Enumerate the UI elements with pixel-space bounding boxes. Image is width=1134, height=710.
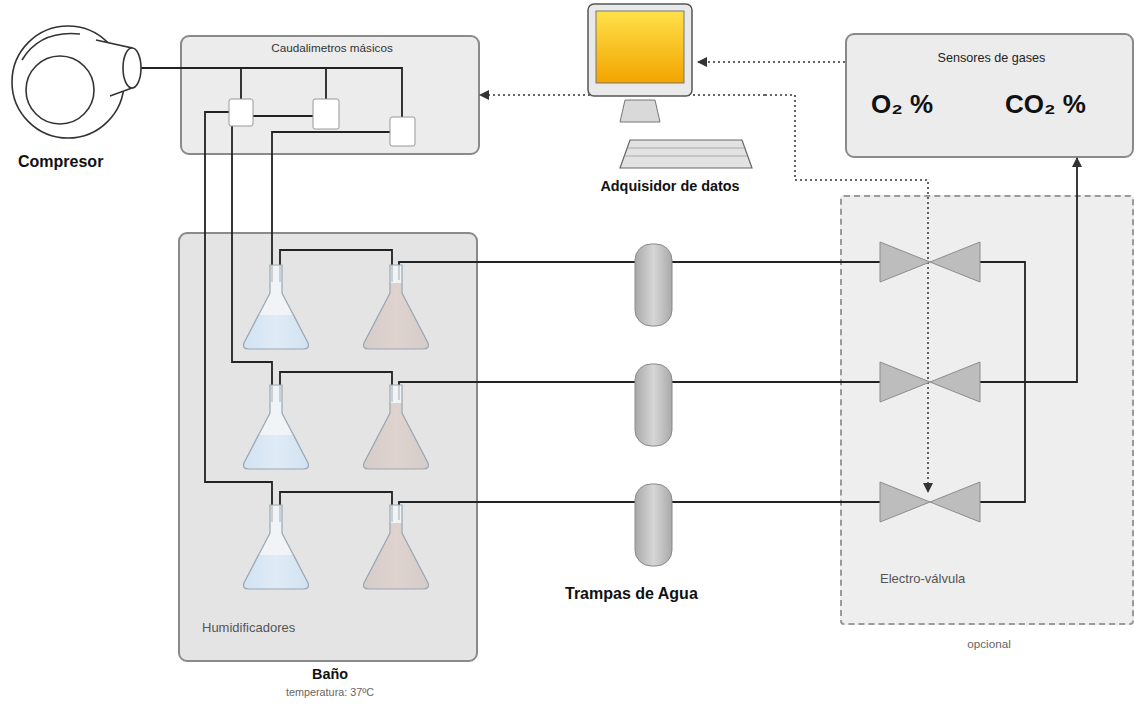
bath-title: Baño: [180, 666, 480, 683]
signal-line: [698, 61, 845, 63]
gas-line: [205, 155, 272, 232]
region-note: opcional: [842, 637, 1134, 651]
gas-line: [478, 262, 840, 502]
gas-line: [1076, 158, 1078, 195]
sensor-reading: O₂ %: [871, 89, 933, 120]
device-label: Compresor: [18, 152, 103, 171]
bath-temperature: temperatura: 37ºC: [180, 686, 480, 699]
gas-line: [136, 67, 180, 69]
water-bath: HumidificadoresBañotemperatura: 37ºC: [178, 232, 478, 662]
compressor: Compresor: [0, 4, 150, 176]
panel-title: Caudalimetros másicos: [182, 41, 482, 55]
valve-label: Electro-válvula: [880, 571, 965, 587]
water-trap: [635, 244, 672, 566]
compressor-drawing: [12, 26, 141, 138]
panel-title: Sensores de gases: [847, 51, 1134, 66]
computer-drawing: [588, 4, 752, 168]
flowmeter-panel: Caudalimetros másicos: [180, 35, 480, 155]
trap-label: Trampas de Agua: [565, 584, 698, 603]
device-label: Adquisidor de datos: [575, 178, 765, 195]
data-logger: Adquisidor de datos: [575, 0, 765, 205]
sensor-reading: CO₂ %: [1005, 89, 1086, 120]
optional-region: Electro-válvulaopcional: [840, 195, 1134, 625]
group-label: Humidificadores: [202, 620, 295, 636]
signal-line: [480, 94, 765, 96]
gas-sensor-panel: Sensores de gases O₂ % CO₂ %: [845, 33, 1134, 158]
